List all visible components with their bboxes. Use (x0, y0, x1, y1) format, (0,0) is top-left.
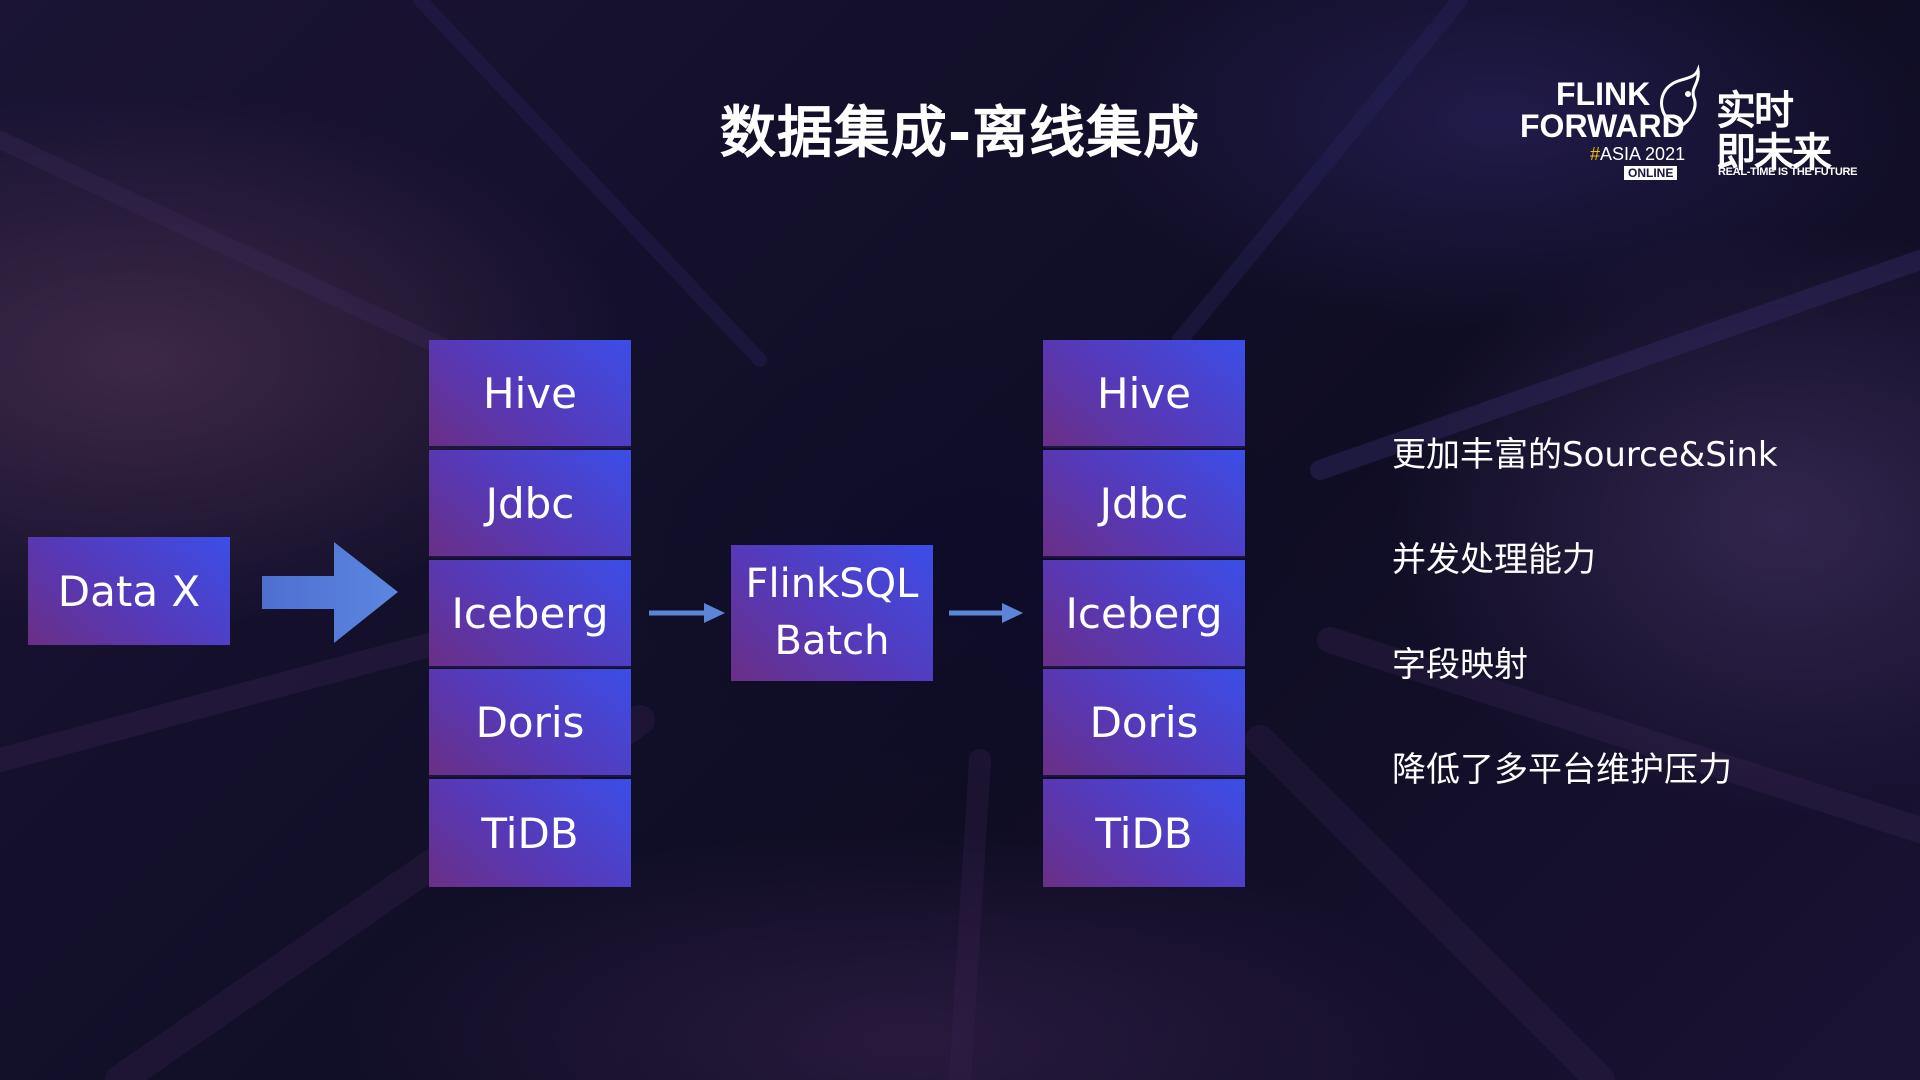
small-arrow-right-icon (649, 603, 725, 623)
right-stack-item: TiDB (1043, 779, 1245, 887)
logo-event-hash: # (1590, 144, 1601, 164)
flink-forward-logo: FLINK FORWARD #ASIA 2021 ONLINE 实时 即未来 R… (1500, 62, 1860, 192)
left-stack-item: Jdbc (429, 450, 631, 558)
processor-line-1: FlinkSQL (745, 561, 919, 607)
squirrel-icon (1660, 64, 1700, 128)
left-stack-item: TiDB (429, 779, 631, 887)
feature-list: 更加丰富的Source&Sink 并发处理能力 字段映射 降低了多平台维护压力 (1392, 430, 1872, 850)
feature-item: 并发处理能力 (1392, 540, 1596, 580)
logo-cn-bottom: 即未来 (1716, 131, 1832, 175)
right-stack-item: Hive (1043, 340, 1245, 448)
source-box-datax: Data X (28, 537, 230, 645)
logo-cn-top: 实时 (1716, 89, 1794, 133)
logo-event-name: ASIA 2021 (1600, 144, 1686, 164)
logo-tagline: REAL-TIME IS THE FUTURE (1718, 166, 1858, 178)
slide-title: 数据集成-离线集成 (719, 101, 1201, 166)
processor-box-flinksql-batch: FlinkSQL Batch (731, 545, 933, 681)
feature-item: 字段映射 (1392, 645, 1528, 685)
processor-line-2: Batch (774, 618, 890, 664)
left-stack-item: Iceberg (429, 560, 631, 668)
logo-line-flink: FLINK (1556, 76, 1651, 112)
logo-event: #ASIA 2021 (1590, 144, 1685, 165)
left-stack-item: Doris (429, 669, 631, 777)
feature-item: 降低了多平台维护压力 (1392, 750, 1732, 790)
left-stack-item: Hive (429, 340, 631, 448)
right-stack-item: Jdbc (1043, 450, 1245, 558)
big-arrow-right-icon (262, 542, 398, 643)
logo-online-badge: ONLINE (1624, 166, 1678, 180)
right-stack-item: Iceberg (1043, 560, 1245, 668)
feature-item: 更加丰富的Source&Sink (1392, 435, 1778, 475)
right-stack-item: Doris (1043, 669, 1245, 777)
small-arrow-right-icon (949, 603, 1023, 623)
logo-line-forward: FORWARD (1520, 108, 1685, 144)
